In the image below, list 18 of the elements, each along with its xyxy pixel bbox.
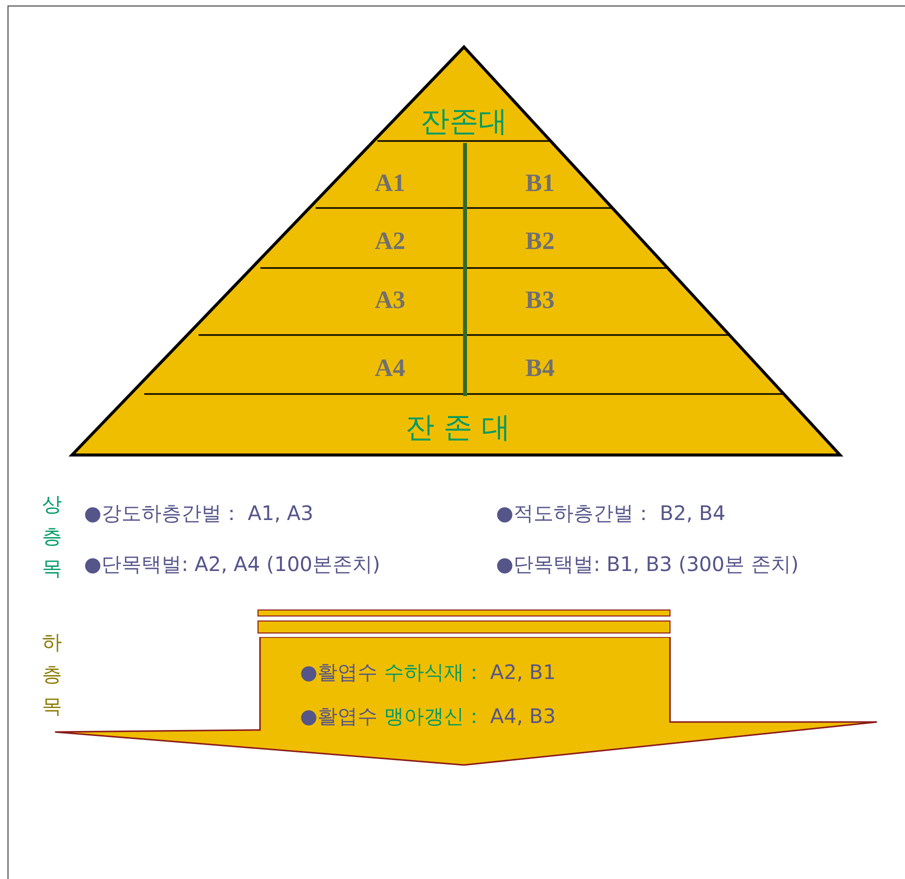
cell-label: B4 [525,355,555,383]
cell-label: A3 [374,287,406,315]
bullet-text: ●단목택벌: B1, B3 (300본 존치) [496,551,799,578]
bullet-text: ●강도하층간벌： A1, A3 [84,500,314,527]
cell-label: B3 [525,287,555,315]
bullet-text: ●활엽수 맹아갱신： A4, B3 [300,703,556,730]
band-label: 잔존대 [420,102,508,142]
bullet-text: ●단목택벌: A2, A4 (100본존치) [84,551,380,578]
bullet-text: ●적도하층간벌： B2, B4 [496,500,726,527]
vertical-label: 하층목 [41,629,63,720]
cell-label: A4 [374,355,406,383]
band-label: 잔 존 대 [405,408,511,448]
vertical-label: 상층목 [41,491,63,582]
cell-label: B1 [525,170,555,198]
bullet-text: ●활엽수 수하식재： A2, B1 [300,659,556,686]
cell-label: B2 [525,228,555,256]
cell-label: A1 [374,170,406,198]
cell-label: A2 [374,228,406,256]
